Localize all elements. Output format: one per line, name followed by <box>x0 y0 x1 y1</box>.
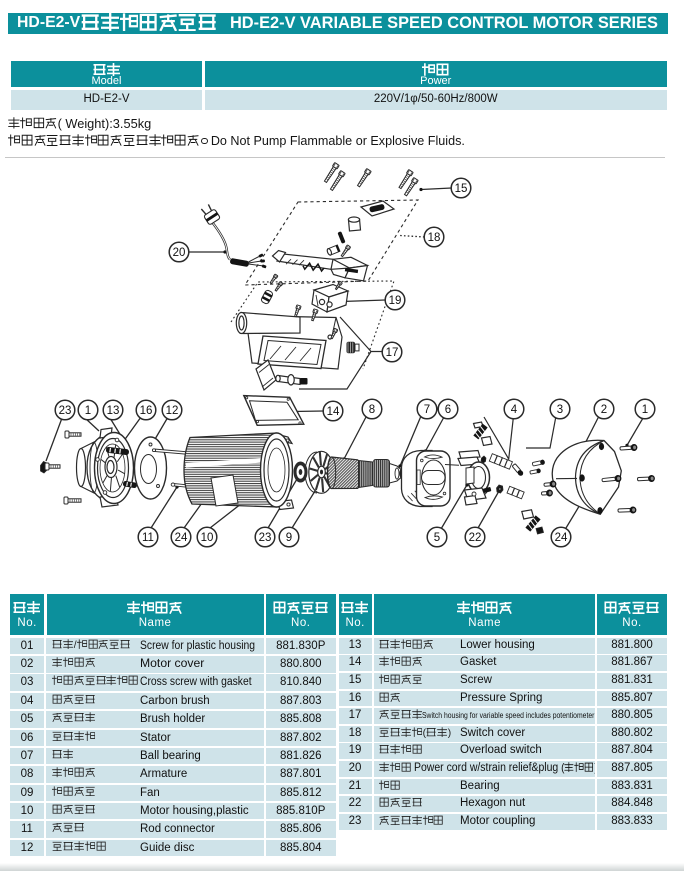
svg-text:15: 15 <box>455 183 468 195</box>
svg-text:19: 19 <box>389 295 402 307</box>
svg-text:22: 22 <box>469 532 482 544</box>
svg-text:11: 11 <box>142 532 154 544</box>
svg-text:5: 5 <box>434 532 440 544</box>
svg-text:23: 23 <box>259 532 272 544</box>
svg-text:2: 2 <box>601 404 607 416</box>
svg-text:13: 13 <box>107 405 120 417</box>
svg-text:18: 18 <box>428 232 441 244</box>
svg-text:4: 4 <box>511 404 518 416</box>
svg-text:8: 8 <box>369 404 375 416</box>
svg-text:14: 14 <box>327 406 340 418</box>
svg-text:3: 3 <box>557 404 563 416</box>
svg-text:17: 17 <box>386 347 399 359</box>
svg-text:24: 24 <box>175 532 188 544</box>
svg-text:1: 1 <box>85 405 91 417</box>
svg-text:6: 6 <box>445 404 451 416</box>
svg-text:20: 20 <box>173 247 186 259</box>
svg-text:10: 10 <box>201 532 214 544</box>
svg-text:1: 1 <box>642 404 648 416</box>
svg-text:23: 23 <box>59 405 72 417</box>
svg-text:7: 7 <box>424 404 430 416</box>
svg-text:9: 9 <box>286 532 292 544</box>
svg-text:16: 16 <box>140 405 153 417</box>
svg-text:24: 24 <box>555 532 568 544</box>
svg-text:12: 12 <box>166 405 179 417</box>
